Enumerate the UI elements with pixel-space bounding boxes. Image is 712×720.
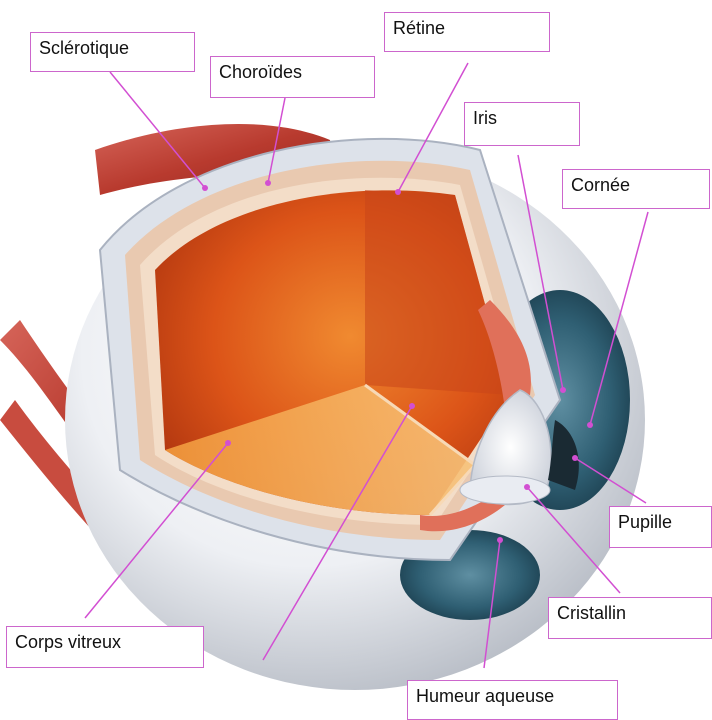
label-iris: Iris xyxy=(464,102,580,146)
label-corps-vitreux: Corps vitreux xyxy=(6,626,204,668)
label-cornee: Cornée xyxy=(562,169,710,209)
label-humeur-aqueuse: Humeur aqueuse xyxy=(407,680,618,720)
label-pupille: Pupille xyxy=(609,506,712,548)
label-choroides: Choroïdes xyxy=(210,56,375,98)
label-cristallin: Cristallin xyxy=(548,597,712,639)
label-sclerotique: Sclérotique xyxy=(30,32,195,72)
label-retine: Rétine xyxy=(384,12,550,52)
